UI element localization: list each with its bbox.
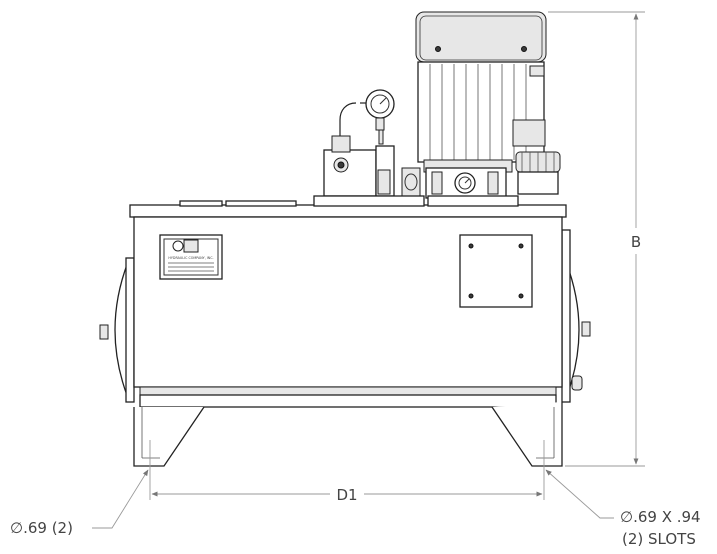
- pressure-gauge: [339, 89, 395, 150]
- slot-callout-line1: ∅.69 X .94: [620, 508, 701, 526]
- slot-callout-line2: (2) SLOTS: [622, 530, 696, 548]
- slot-callout: ∅.69 X .94 (2) SLOTS: [545, 469, 701, 548]
- pump-coupling: [401, 167, 507, 199]
- dimension-b-label: B: [631, 233, 641, 251]
- access-cover-plate: [459, 234, 533, 308]
- manifold-block: [323, 135, 395, 197]
- electric-motor: [415, 11, 547, 173]
- filler-breather-cap: [515, 151, 561, 195]
- nameplate: HYDRAULIC COMPANY, INC.: [159, 234, 223, 280]
- right-support-leg: [491, 402, 563, 467]
- hole-callout: ∅.69 (2): [10, 469, 149, 537]
- dimension-d1: D1: [149, 440, 545, 504]
- dimension-d1-label: D1: [336, 486, 357, 504]
- nameplate-company: HYDRAULIC COMPANY, INC.: [168, 256, 213, 260]
- left-support-leg: [133, 406, 205, 467]
- hole-callout-text: ∅.69 (2): [10, 519, 73, 537]
- dimension-b: B: [548, 11, 645, 467]
